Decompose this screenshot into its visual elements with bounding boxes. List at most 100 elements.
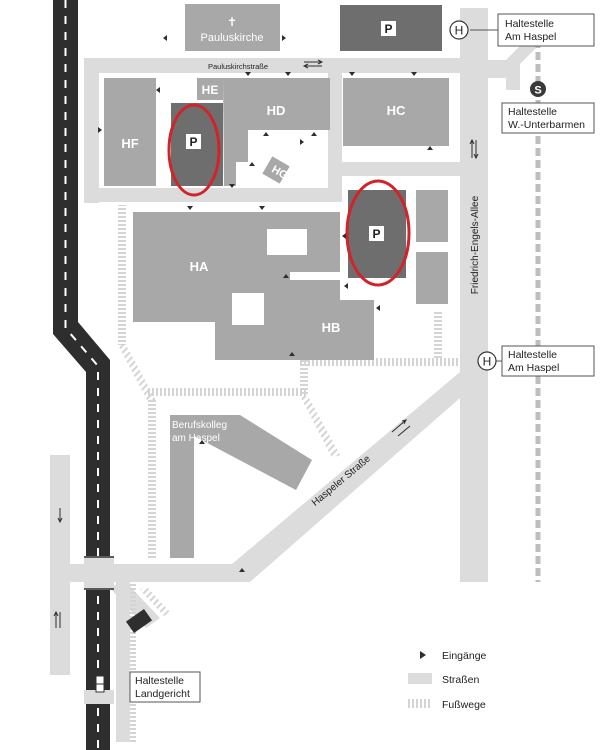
parking-signs: P P P xyxy=(186,21,396,241)
entrance-marker xyxy=(239,568,245,572)
pauluskirche-cross: ✝ xyxy=(227,15,237,29)
footpath-bottom-left xyxy=(130,582,136,742)
footpath-middle-horizontal xyxy=(148,388,308,396)
street-left-side xyxy=(50,455,70,675)
street-campus-bottom xyxy=(84,188,336,202)
stop-mid-line2: Am Haspel xyxy=(508,362,559,374)
hb-courtyard xyxy=(232,293,264,325)
ha-courtyard xyxy=(267,229,307,255)
hc-label: HC xyxy=(387,103,406,118)
highway xyxy=(53,0,114,750)
highway-bridge-bottom xyxy=(84,690,114,704)
stop-landgericht-line2: Landgericht xyxy=(135,688,190,700)
building-pauluskirche xyxy=(185,4,280,51)
street-campus-left xyxy=(84,58,99,203)
legend-entrances-label: Eingänge xyxy=(442,650,487,662)
label-friedrich-engels-allee: Friedrich-Engels-Allee xyxy=(470,195,481,294)
arrow-haspeler xyxy=(391,419,411,437)
label-pauluskirchstrasse: Pauluskirchstraße xyxy=(208,62,268,71)
building-hc xyxy=(343,78,449,146)
building-hf xyxy=(104,78,156,186)
legend-footpaths-swatch xyxy=(408,699,432,708)
footpath-parking-diagonal xyxy=(140,586,170,616)
arrow-left-side xyxy=(57,508,63,524)
entrance-marker xyxy=(376,305,380,311)
street-campus-inner xyxy=(328,73,342,202)
entrance-marker xyxy=(249,162,255,166)
street-north-branch xyxy=(506,60,520,90)
s-bahn-icon xyxy=(530,81,546,97)
stop-box-top xyxy=(497,13,595,47)
arrow-pauluskirchstrasse xyxy=(302,59,324,69)
hd-label: HD xyxy=(267,103,286,118)
entrance-marker xyxy=(229,184,235,188)
transit-stops: H Haltestelle Am Haspel S Haltestelle W.… xyxy=(95,13,595,703)
building-small-right-top xyxy=(416,190,448,242)
footpath-right-horizontal xyxy=(300,358,460,366)
legend-streets-label: Straßen xyxy=(442,674,480,686)
street-pauluskirchstrasse xyxy=(84,58,476,73)
building-small-right-bottom xyxy=(416,252,448,304)
entrance-marker xyxy=(311,132,317,136)
buildings: ✝ Pauluskirche HF HE HD HG HC HA xyxy=(104,4,449,634)
berufskolleg-label-2: am Haspel xyxy=(172,433,220,444)
footpaths xyxy=(118,205,460,742)
legend-entrance-icon xyxy=(420,651,426,659)
stop-landgericht-line1: Haltestelle xyxy=(135,675,184,687)
highlight-parking-right xyxy=(345,179,411,287)
hf-label: HF xyxy=(121,136,138,151)
footpath-left-diagonal xyxy=(118,345,156,402)
footpath-diagonal-to-street xyxy=(300,396,340,458)
entrance-marker xyxy=(285,72,291,76)
stop-box-mid xyxy=(501,345,595,377)
arrow-left-side-lower xyxy=(53,610,61,628)
stop-s-line1: Haltestelle xyxy=(508,106,557,118)
berufskolleg-label-1: Berufskolleg xyxy=(172,420,227,431)
streets xyxy=(50,8,536,742)
legend-streets-swatch xyxy=(408,673,432,684)
ha-label: HA xyxy=(190,259,209,274)
footpath-berufskolleg-left xyxy=(148,400,156,560)
parking-sign-top xyxy=(381,21,396,36)
entrance-marker xyxy=(263,132,269,136)
street-campus-connector xyxy=(328,162,462,176)
legend-footpaths-label: Fußwege xyxy=(442,699,486,711)
he-label: HE xyxy=(202,83,219,97)
street-haspeler-strasse xyxy=(232,372,460,582)
arrow-allee xyxy=(469,138,479,160)
s-bahn-icon-label: S xyxy=(534,85,541,97)
footpath-left-vertical xyxy=(118,205,126,345)
building-hd xyxy=(223,78,330,186)
footpath-right-vertical xyxy=(300,358,308,396)
parking-sign-right xyxy=(369,226,384,241)
highway-bridge-top xyxy=(84,556,114,590)
entrance-marker xyxy=(245,72,251,76)
entrance-markers xyxy=(98,35,433,572)
entrance-marker xyxy=(344,283,348,289)
entrance-marker xyxy=(282,35,286,41)
parking-sign-hf-label: P xyxy=(189,135,197,149)
legend: Eingänge Straßen Fußwege xyxy=(408,650,487,711)
footpath-right-edge xyxy=(434,310,442,360)
entrance-marker xyxy=(283,274,289,278)
street-friedrich-engels-allee xyxy=(460,8,488,582)
parking-sign-hf xyxy=(186,134,201,149)
stop-mid-line1: Haltestelle xyxy=(508,349,557,361)
building-berufskolleg xyxy=(170,415,312,558)
entrance-marker xyxy=(187,206,193,210)
stop-box-landgericht xyxy=(129,671,201,703)
entrance-marker xyxy=(98,127,102,133)
highlight-ellipses xyxy=(167,103,411,287)
entrance-marker xyxy=(349,72,355,76)
stop-box-s xyxy=(501,102,595,134)
building-he xyxy=(197,78,223,100)
hb-label: HB xyxy=(322,320,341,335)
entrance-marker xyxy=(342,233,346,239)
direction-arrows xyxy=(53,59,479,628)
entrance-marker xyxy=(163,35,167,41)
stop-icon-mid-label: H xyxy=(483,355,492,369)
parking-bottom xyxy=(125,608,153,634)
highlight-parking-hf xyxy=(167,103,221,197)
stop-top-line2: Am Haspel xyxy=(505,31,556,43)
